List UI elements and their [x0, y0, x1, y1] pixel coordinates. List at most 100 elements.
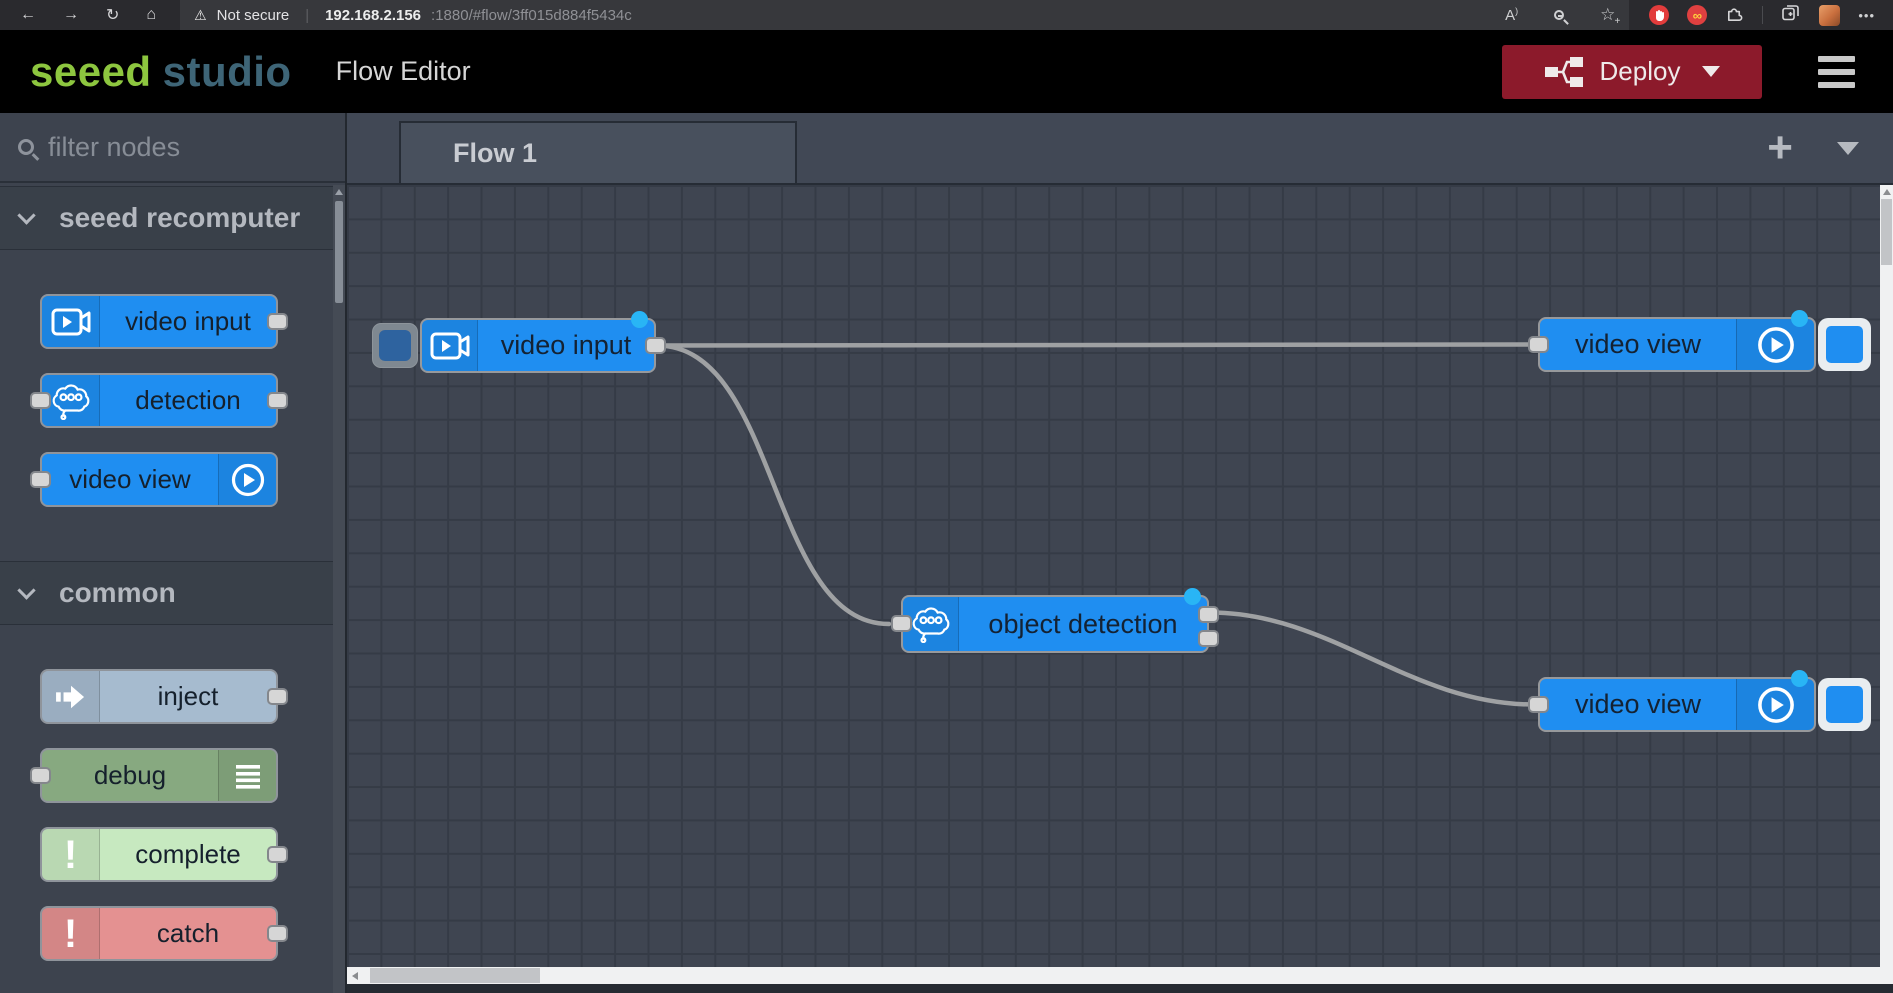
palette-node-label: detection [135, 385, 241, 415]
page-title: Flow Editor [335, 56, 471, 86]
canvas-node-video-view-top[interactable]: video view [1528, 310, 1871, 372]
play-circle-icon [1736, 679, 1814, 730]
back-icon[interactable]: ← [20, 6, 36, 23]
palette-node-list: inject debug ! complete ! catch [0, 625, 345, 993]
chevron-down-icon [17, 580, 36, 600]
add-flow-button[interactable]: + [1767, 123, 1793, 172]
play-circle-icon [218, 454, 276, 505]
input-port[interactable] [891, 615, 912, 632]
home-icon[interactable]: ⌂ [146, 6, 157, 23]
refresh-icon[interactable]: ↻ [106, 7, 120, 24]
workspace-footer-strip [347, 984, 1893, 993]
vertical-scrollbar-thumb[interactable] [1881, 199, 1892, 265]
output-port[interactable] [267, 687, 288, 705]
input-port[interactable] [1528, 695, 1549, 713]
palette-node-debug[interactable]: debug [30, 748, 278, 803]
palette-node-label: debug [93, 760, 167, 790]
palette-node-video-input[interactable]: video input [40, 294, 288, 349]
status-dot [1791, 670, 1808, 687]
palette-node-video-view[interactable]: video view [30, 452, 278, 507]
url-path[interactable]: :1880/#flow/3ff015d884f5434c [431, 6, 632, 24]
node-label: video view [1574, 689, 1702, 719]
scroll-up-icon[interactable] [1882, 189, 1891, 195]
output-port[interactable] [267, 312, 288, 330]
deploy-flow-icon [1544, 56, 1583, 87]
output-port[interactable] [267, 845, 288, 863]
infinity-extension-icon[interactable]: ∞ [1687, 5, 1708, 25]
category-label: common [59, 577, 176, 608]
input-port[interactable] [30, 391, 51, 409]
palette-node-detection[interactable]: detection [30, 373, 288, 428]
main-menu-icon[interactable] [1818, 55, 1855, 88]
collections-icon[interactable] [1781, 3, 1801, 27]
scroll-up-icon[interactable] [335, 189, 343, 195]
tab-flow-1[interactable]: Flow 1 [399, 121, 797, 183]
flow-list-caret-icon[interactable] [1837, 141, 1859, 155]
deploy-options-caret-icon[interactable] [1702, 66, 1721, 77]
canvas-node-video-input[interactable]: video input [372, 311, 666, 373]
wire-video-input-to-video-view[interactable] [654, 342, 1537, 348]
exclamation-icon: ! [42, 829, 100, 880]
palette-node-complete[interactable]: ! complete [40, 827, 288, 882]
read-aloud-icon[interactable]: A) [1505, 6, 1519, 24]
palette-node-label: inject [157, 681, 219, 711]
scroll-left-icon[interactable] [352, 971, 358, 980]
extensions-puzzle-icon[interactable] [1725, 4, 1744, 27]
output-port-1[interactable] [1198, 606, 1219, 623]
input-port[interactable] [30, 470, 51, 488]
status-dot [1791, 310, 1808, 327]
horizontal-scrollbar-thumb[interactable] [370, 968, 540, 983]
palette-node-list: video input detection video view [0, 250, 345, 553]
palette-node-label: complete [135, 839, 241, 869]
node-trigger-button[interactable] [372, 323, 418, 368]
output-port[interactable] [267, 391, 288, 409]
canvas-horizontal-scrollbar[interactable] [347, 967, 1880, 984]
not-secure-warning-icon: ⚠ [194, 6, 207, 23]
palette-scrollbar[interactable] [333, 185, 345, 993]
palette-node-inject[interactable]: inject [40, 669, 288, 724]
favorite-star-icon[interactable]: ☆+ [1600, 5, 1621, 27]
deploy-button[interactable]: Deploy [1502, 44, 1762, 99]
flow-canvas[interactable]: video input object detection [347, 185, 1880, 967]
address-bar[interactable]: ⚠ Not secure | 192.168.2.156 :1880/#flow… [180, 0, 1630, 30]
address-divider: | [305, 6, 310, 24]
not-secure-label[interactable]: Not secure [216, 6, 290, 24]
palette-node-catch[interactable]: ! catch [40, 906, 288, 961]
logo-studio: studio [162, 47, 292, 95]
palette-filter-row [0, 113, 345, 183]
node-label: object detection [988, 608, 1178, 639]
tab-label: Flow 1 [453, 137, 538, 168]
node-label: video input [500, 330, 632, 360]
input-port[interactable] [30, 766, 51, 784]
browser-extensions-area: ∞ ••• [1629, 0, 1893, 30]
flow-tab-bar: Flow 1 + [347, 113, 1893, 185]
output-port[interactable] [645, 336, 666, 354]
palette-category-common[interactable]: common [0, 561, 345, 625]
node-palette: seeed recomputer video input detecti [0, 113, 347, 993]
canvas-node-object-detection[interactable]: object detection [891, 588, 1219, 653]
input-port[interactable] [1528, 335, 1549, 353]
canvas-vertical-scrollbar[interactable] [1880, 185, 1893, 967]
palette-scrollbar-thumb[interactable] [335, 201, 343, 303]
url-host[interactable]: 192.168.2.156 [325, 6, 422, 24]
browser-menu-icon[interactable]: ••• [1858, 7, 1875, 23]
output-port[interactable] [267, 924, 288, 942]
wire-object-detection-to-video-view[interactable] [1207, 610, 1537, 707]
output-port-2[interactable] [1198, 630, 1219, 647]
canvas-node-video-view-bottom[interactable]: video view [1528, 670, 1871, 732]
forward-icon[interactable]: → [63, 6, 79, 23]
filter-nodes-input[interactable] [48, 131, 298, 163]
palette-node-label: video input [125, 306, 251, 336]
adblock-hand-extension-icon[interactable] [1649, 5, 1670, 25]
wire-video-input-to-object-detection[interactable] [654, 343, 892, 627]
video-camera-icon [42, 296, 100, 347]
app-header: seeed studio Flow Editor Deploy [0, 30, 1893, 113]
node-view-button[interactable] [1818, 318, 1871, 371]
node-view-button[interactable] [1818, 678, 1871, 731]
chevron-down-icon [17, 205, 36, 225]
node-label: video view [1574, 329, 1702, 359]
profile-avatar[interactable] [1819, 4, 1841, 26]
status-dot [631, 311, 648, 328]
palette-category-seeed-recomputer[interactable]: seeed recomputer [0, 186, 345, 250]
zoom-page-icon[interactable] [1554, 7, 1565, 24]
